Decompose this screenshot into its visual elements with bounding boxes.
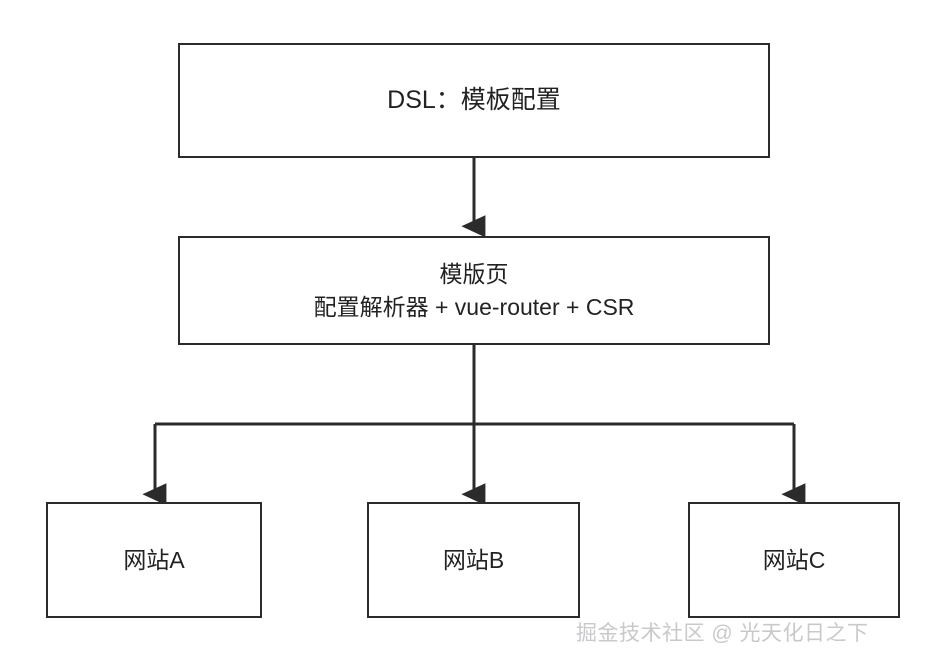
watermark-text: 掘金技术社区 @ 光天化日之下 — [576, 622, 869, 645]
node-site-a-label: 网站A — [123, 546, 185, 573]
node-site-b-label: 网站B — [442, 546, 505, 573]
node-site-b[interactable]: 网站B — [367, 502, 580, 618]
node-site-a[interactable]: 网站A — [46, 502, 262, 618]
node-template-page-detail: 配置解析器 + vue-router + CSR — [313, 293, 635, 320]
node-template-page[interactable]: 模版页 配置解析器 + vue-router + CSR — [178, 236, 770, 345]
node-template-page-title: 模版页 — [439, 261, 509, 288]
node-site-c-label: 网站C — [762, 546, 826, 573]
node-dsl-config-label: DSL：模板配置 — [387, 86, 561, 114]
node-site-c[interactable]: 网站C — [688, 502, 900, 618]
node-dsl-config[interactable]: DSL：模板配置 — [178, 43, 770, 158]
